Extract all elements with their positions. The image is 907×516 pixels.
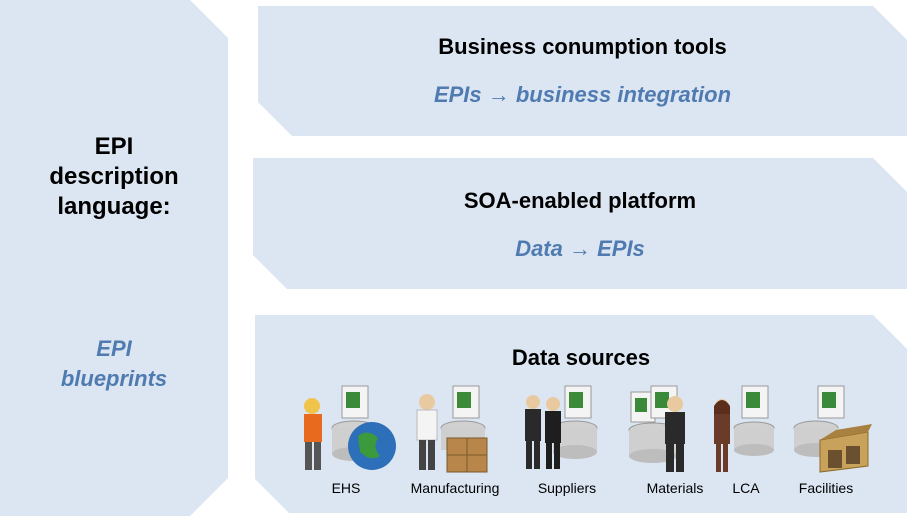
source-facilities: Facilities	[776, 384, 876, 504]
source-ehs: EHS	[296, 384, 396, 504]
source-label: Materials	[646, 480, 704, 496]
epi-description-title: EPI description language:	[0, 132, 228, 222]
left-title-line: description	[49, 163, 179, 190]
source-suppliers: Suppliers	[517, 384, 617, 504]
left-subtitle-line: blueprints	[60, 366, 168, 391]
soa-platform-tier: SOA-enabled platform Data → EPIs	[253, 158, 907, 289]
epi-description-panel: EPI description language: EPI blueprints	[0, 0, 228, 516]
left-title-line: language:	[57, 193, 171, 220]
source-label: Suppliers	[537, 480, 597, 496]
tier-title: SOA-enabled platform	[463, 188, 697, 213]
source-label: Manufacturing	[410, 480, 500, 496]
source-label: Facilities	[798, 480, 854, 496]
source-manufacturing: Manufacturing	[405, 384, 505, 504]
business-consumption-tier: Business conumption tools EPIs → busines…	[258, 6, 907, 136]
source-label: LCA	[732, 480, 760, 496]
businessman-database-icon	[628, 385, 685, 472]
manager-crates-icon	[416, 385, 488, 473]
source-lca: LCA	[696, 384, 796, 504]
tier-subtitle: Data → EPIs	[515, 236, 645, 261]
left-title-line: EPI	[94, 133, 134, 160]
tier-title: Data sources	[511, 345, 651, 370]
source-materials: Materials	[625, 384, 725, 504]
epi-blueprints-label: EPI blueprints	[0, 334, 228, 394]
tier-title: Business conumption tools	[438, 34, 727, 59]
woman-phone-icon	[714, 385, 775, 472]
handshake-icon	[525, 385, 598, 469]
worker-globe-icon	[304, 385, 396, 470]
warehouse-icon	[793, 385, 872, 473]
tier-subtitle: EPIs → business integration	[433, 82, 732, 107]
left-subtitle-line: EPI	[96, 336, 132, 361]
source-label: EHS	[331, 480, 361, 496]
